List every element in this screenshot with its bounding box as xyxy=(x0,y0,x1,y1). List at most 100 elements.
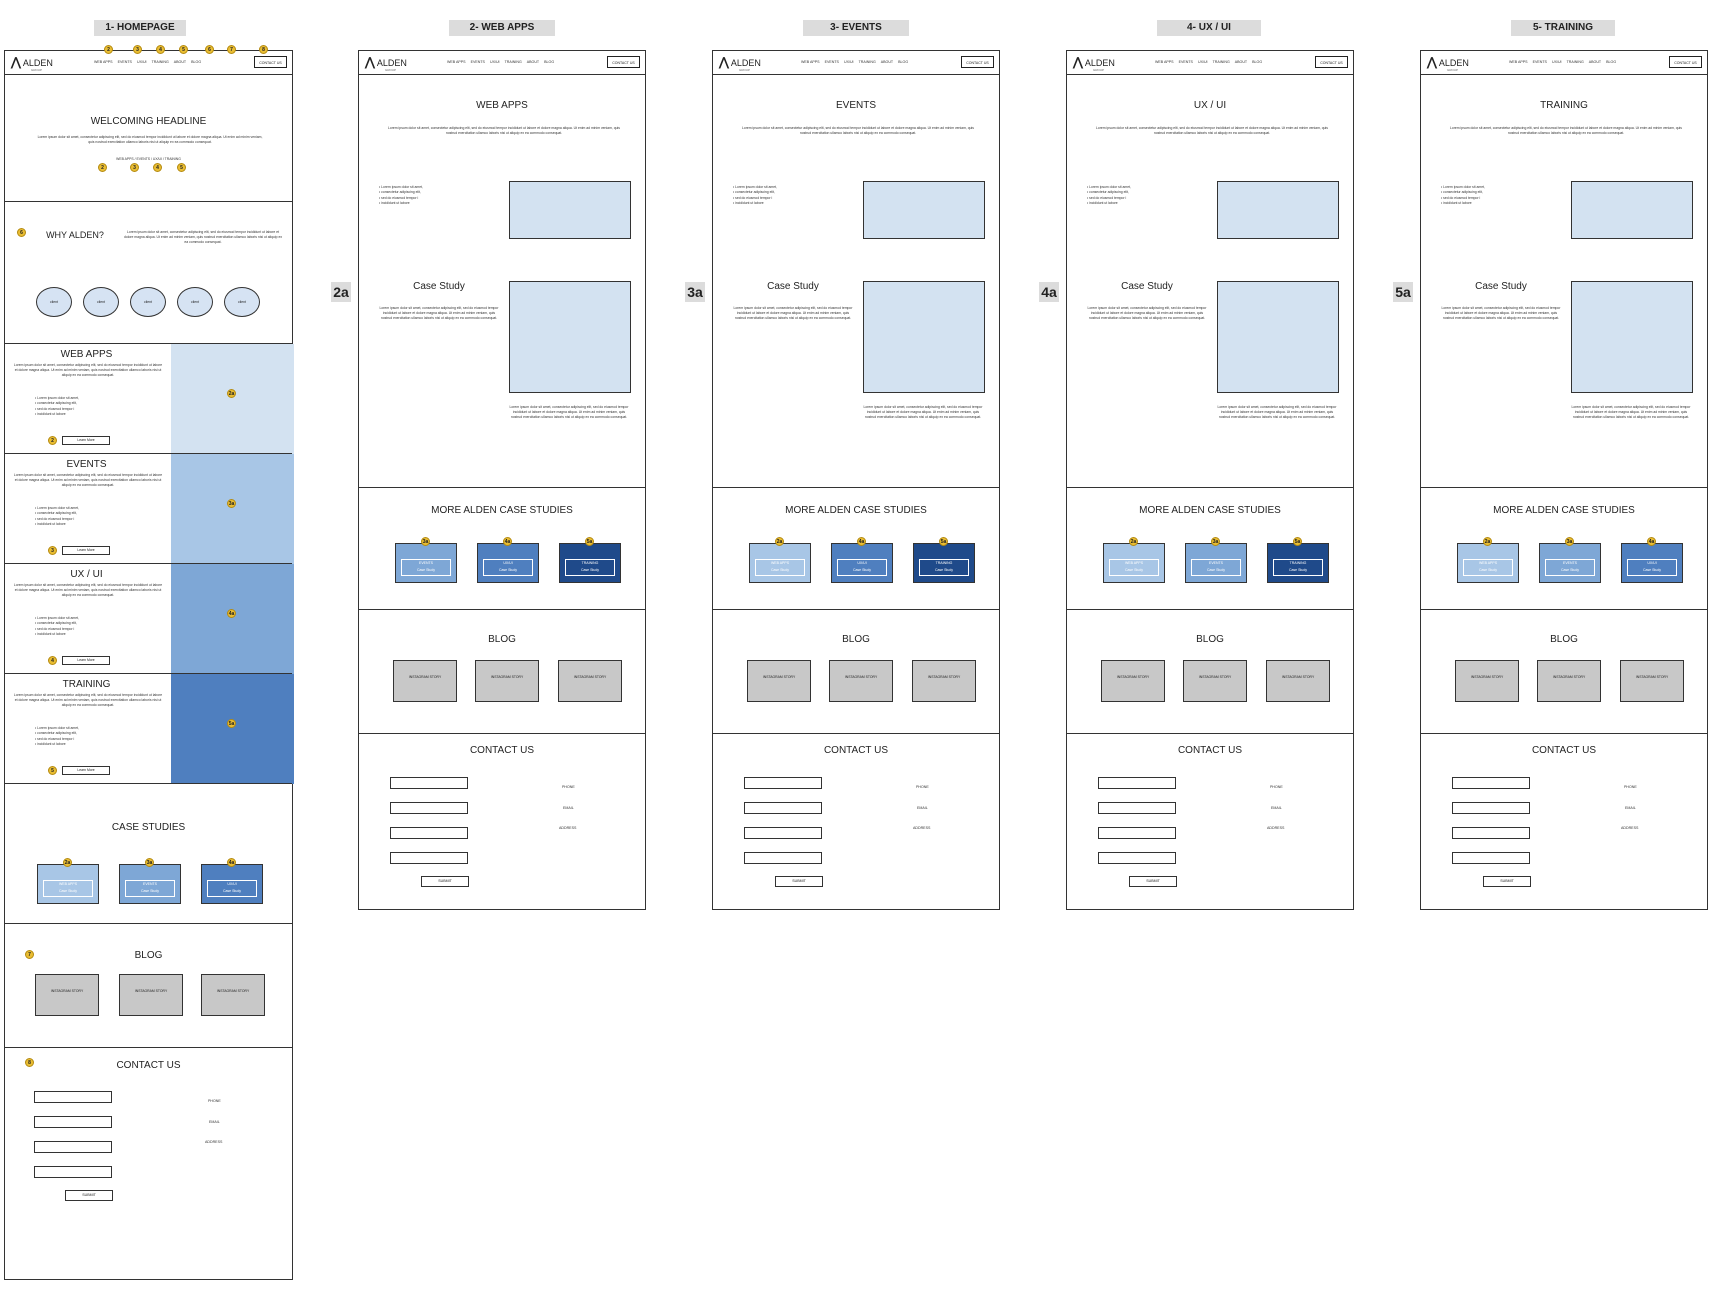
nav-link[interactable]: WEB APPS xyxy=(801,60,820,64)
nav-link[interactable]: EVENTS xyxy=(824,60,839,64)
learn-more-button[interactable]: Learn More xyxy=(62,546,110,555)
nav-link[interactable]: TRAINING xyxy=(504,60,522,64)
nav-link[interactable]: UX/UI xyxy=(1551,60,1562,64)
contact-field[interactable] xyxy=(1452,777,1530,789)
nav-link[interactable]: ABOUT xyxy=(1588,60,1602,64)
nav-link[interactable]: BLOG xyxy=(1606,60,1617,64)
contact-us-button[interactable]: CONTACT US xyxy=(1669,56,1702,68)
nav-link[interactable]: TRAINING xyxy=(858,60,876,64)
nav-link[interactable]: EVENTS xyxy=(1532,60,1547,64)
blog-card[interactable]: INSTAGRAM STORY xyxy=(1183,660,1247,702)
blog-card[interactable]: INSTAGRAM STORY xyxy=(393,660,457,702)
blog-card[interactable]: INSTAGRAM STORY xyxy=(747,660,811,702)
nav-link[interactable]: TRAINING xyxy=(1566,60,1584,64)
nav-link[interactable]: BLOG xyxy=(544,60,555,64)
submit-button[interactable]: SUBMIT xyxy=(1483,876,1531,887)
nav-link[interactable]: TRAINING xyxy=(151,60,169,64)
blog-card[interactable]: INSTAGRAM STORY xyxy=(201,974,265,1016)
nav-link[interactable]: BLOG xyxy=(1252,60,1263,64)
contact-field[interactable] xyxy=(744,777,822,789)
callout-badge: 3a xyxy=(145,858,154,867)
contact-field[interactable] xyxy=(744,852,822,864)
body-text: Lorem ipsum dolor sit amet, consectetur … xyxy=(1217,405,1337,419)
contact-field[interactable] xyxy=(1098,852,1176,864)
contact-us-button[interactable]: CONTACT US xyxy=(254,56,287,68)
nav-link[interactable]: EVENTS xyxy=(117,60,132,64)
contact-field[interactable] xyxy=(1452,827,1530,839)
nav-link[interactable]: UX/UI xyxy=(1197,60,1208,64)
contact-field[interactable] xyxy=(390,827,468,839)
learn-more-button[interactable]: Learn More xyxy=(62,766,110,775)
learn-more-button[interactable]: Learn More xyxy=(62,656,110,665)
nav-link[interactable]: WEB APPS xyxy=(94,60,113,64)
blog-card[interactable]: INSTAGRAM STORY xyxy=(1101,660,1165,702)
contact-field[interactable] xyxy=(390,852,468,864)
contact-field[interactable] xyxy=(34,1141,112,1153)
contact-field[interactable] xyxy=(34,1091,112,1103)
nav-link[interactable]: UX/UI xyxy=(489,60,500,64)
blog-card[interactable]: INSTAGRAM STORY xyxy=(912,660,976,702)
blog-card[interactable]: INSTAGRAM STORY xyxy=(1620,660,1684,702)
blog-card[interactable]: INSTAGRAM STORY xyxy=(1537,660,1601,702)
blog-card[interactable]: INSTAGRAM STORY xyxy=(1266,660,1330,702)
submit-button[interactable]: SUBMIT xyxy=(1129,876,1177,887)
callout-badge: 7 xyxy=(25,950,34,959)
nav-link[interactable]: ABOUT xyxy=(526,60,540,64)
nav-link[interactable]: UX/UI xyxy=(136,60,147,64)
contact-us-button[interactable]: CONTACT US xyxy=(961,56,994,68)
nav-link[interactable]: BLOG xyxy=(191,60,202,64)
blog-card[interactable]: INSTAGRAM STORY xyxy=(1455,660,1519,702)
nav-link[interactable]: ABOUT xyxy=(1234,60,1248,64)
nav-link[interactable]: ABOUT xyxy=(880,60,894,64)
nav-link[interactable]: ABOUT xyxy=(173,60,187,64)
nav-link[interactable]: UX/UI xyxy=(843,60,854,64)
contact-field[interactable] xyxy=(744,827,822,839)
contact-field[interactable] xyxy=(390,777,468,789)
contact-field[interactable] xyxy=(1452,852,1530,864)
nav-link[interactable]: BLOG xyxy=(898,60,909,64)
nav-link[interactable]: EVENTS xyxy=(470,60,485,64)
blog-card[interactable]: INSTAGRAM STORY xyxy=(829,660,893,702)
nav-link[interactable]: WEB APPS xyxy=(1509,60,1528,64)
contact-field[interactable] xyxy=(1098,777,1176,789)
nav-link[interactable]: WEB APPS xyxy=(447,60,466,64)
nav-link[interactable]: TRAINING xyxy=(1212,60,1230,64)
submit-button[interactable]: SUBMIT xyxy=(421,876,469,887)
contact-us-button[interactable]: CONTACT US xyxy=(1315,56,1348,68)
contact-field[interactable] xyxy=(1098,827,1176,839)
contact-field[interactable] xyxy=(1098,802,1176,814)
email-label: EMAIL xyxy=(1625,806,1636,810)
contact-field[interactable] xyxy=(34,1116,112,1128)
submit-button[interactable]: SUBMIT xyxy=(65,1190,113,1201)
nav-link[interactable]: WEB APPS xyxy=(1155,60,1174,64)
contact-us-button[interactable]: CONTACT US xyxy=(607,56,640,68)
blog-card[interactable]: INSTAGRAM STORY xyxy=(558,660,622,702)
callout-badge: 5a xyxy=(585,537,594,546)
blog-card[interactable]: INSTAGRAM STORY xyxy=(35,974,99,1016)
contact-field[interactable] xyxy=(390,802,468,814)
blog-card[interactable]: INSTAGRAM STORY xyxy=(119,974,183,1016)
submit-button[interactable]: SUBMIT xyxy=(775,876,823,887)
contact-field[interactable] xyxy=(34,1166,112,1178)
blog-card[interactable]: INSTAGRAM STORY xyxy=(475,660,539,702)
learn-more-button[interactable]: Learn More xyxy=(62,436,110,445)
contact-field[interactable] xyxy=(744,802,822,814)
contact-field[interactable] xyxy=(1452,802,1530,814)
nav-link[interactable]: EVENTS xyxy=(1178,60,1193,64)
